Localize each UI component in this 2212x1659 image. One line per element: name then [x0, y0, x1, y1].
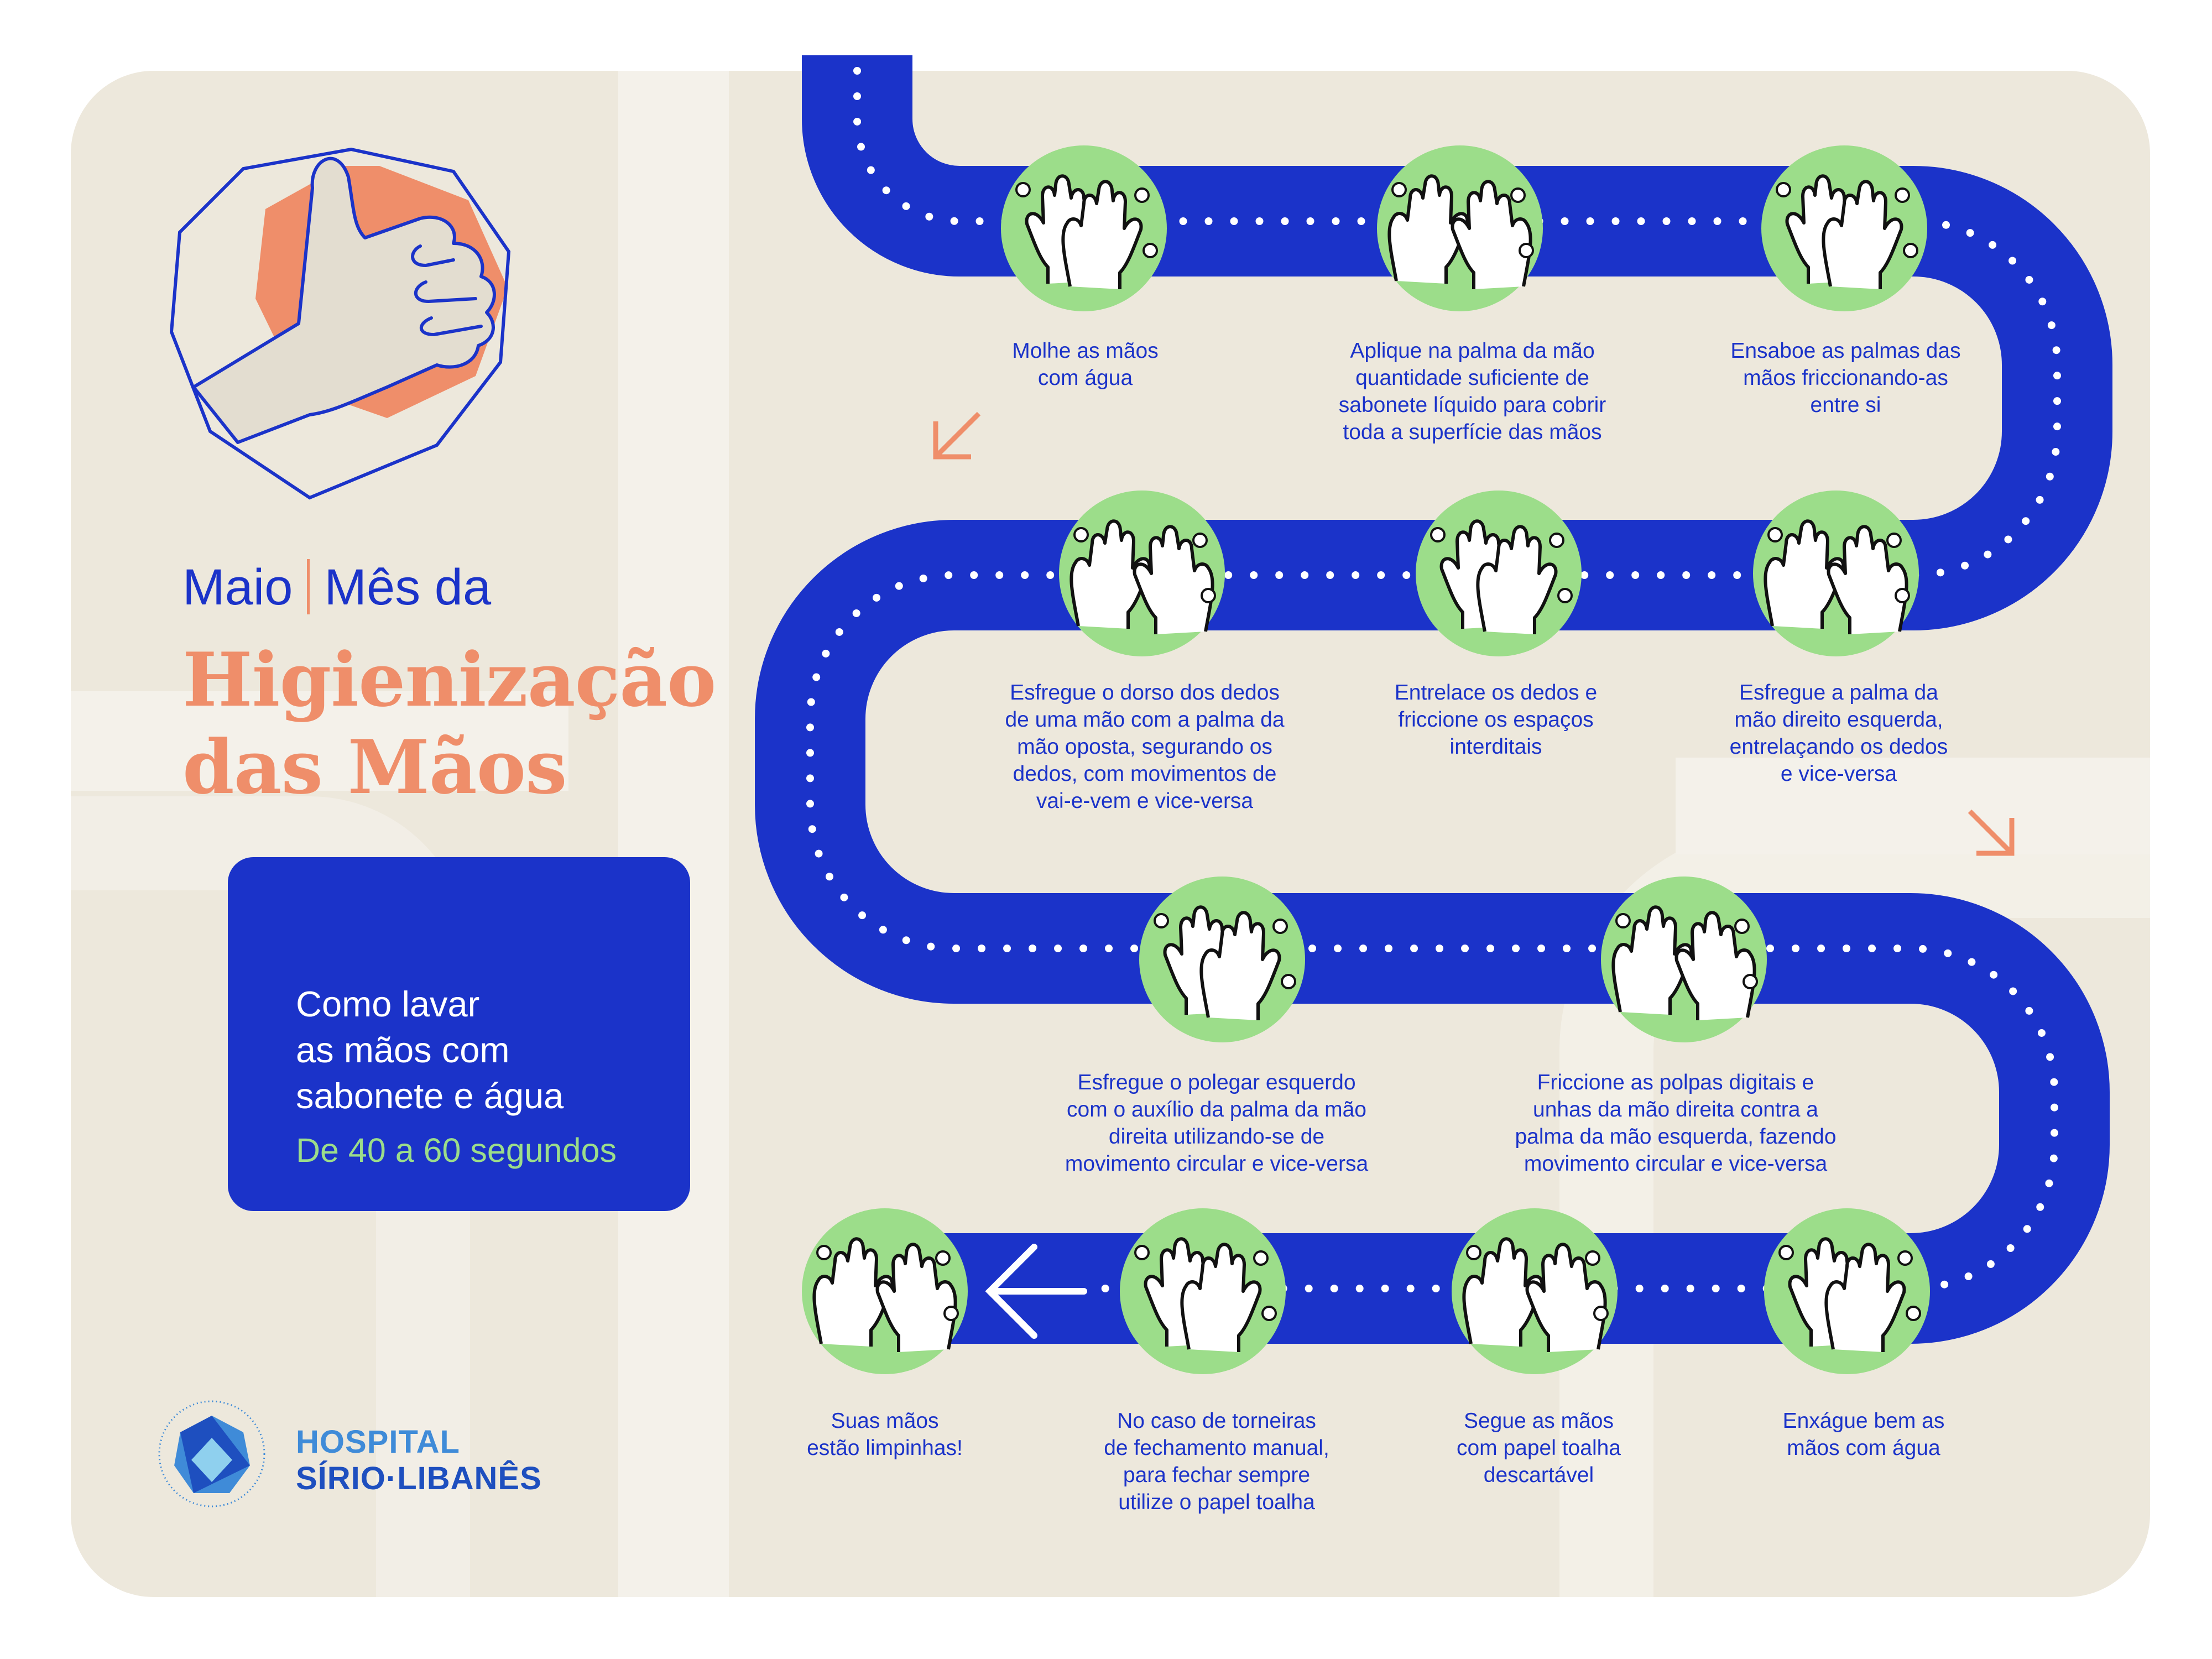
info-box-duration: De 40 a 60 segundos [296, 1131, 617, 1169]
rub-thumb-icon [1139, 877, 1305, 1042]
step-caption: No caso de torneiras de fechamento manua… [1104, 1409, 1329, 1514]
title-header: Maio Mês da [182, 559, 491, 617]
soap-dispenser-icon [1377, 145, 1543, 311]
route-dots [806, 67, 2061, 1292]
logo-line-2: SÍRIO·LIBANÊS [296, 1460, 542, 1496]
info-box [228, 857, 690, 1211]
title-divider [307, 559, 310, 614]
interlace-fingers-icon [1416, 491, 1582, 656]
step-caption: Esfregue a palma da mão direito esquerda… [1729, 681, 1948, 786]
logo-line-1: HOSPITAL [296, 1424, 460, 1460]
info-box-text: Como lavar as mãos com sabonete e água [296, 984, 564, 1116]
back-of-fingers-icon [1059, 491, 1225, 656]
direction-arrow-icon [933, 411, 981, 460]
palm-over-back-icon [1753, 491, 1919, 656]
page-title: Higienização das Mãos [182, 636, 716, 811]
wet-hands-icon [1001, 145, 1167, 311]
title-prefix: Maio [182, 559, 293, 615]
clean-hands-icon [802, 1208, 968, 1374]
step-caption: Molhe as mãos com água [1012, 339, 1159, 390]
direction-arrow-icon [1968, 809, 2015, 856]
step-caption: Esfregue o polegar esquerdo com o auxíli… [1065, 1071, 1369, 1176]
step-caption: Enxágue bem as mãos com água [1782, 1409, 1945, 1460]
step-caption: Suas mãos estão limpinhas! [807, 1409, 963, 1460]
step-caption: Entrelace os dedos e friccione os espaço… [1394, 681, 1598, 759]
close-tap-icon [1120, 1208, 1286, 1374]
step-caption: Segue as mãos com papel toalha descartáv… [1456, 1409, 1621, 1487]
step-caption: Friccione as polpas digitais e unhas da … [1515, 1071, 1837, 1176]
hospital-logo-text: HOSPITAL SÍRIO·LIBANÊS [296, 1424, 542, 1497]
lather-palms-icon [1761, 145, 1927, 311]
step-caption: Aplique na palma da mão quantidade sufic… [1338, 339, 1606, 444]
rinse-hands-icon [1764, 1208, 1930, 1374]
route-end-arrow [985, 1244, 1087, 1339]
thumbs-up-emblem-icon [169, 147, 511, 500]
step-caption: Ensaboe as palmas das mãos friccionando-… [1730, 339, 1961, 417]
step-caption: Esfregue o dorso dos dedos de uma mão co… [1005, 681, 1285, 813]
paper-towel-icon [1452, 1208, 1618, 1374]
hospital-logo-icon [158, 1400, 265, 1507]
fingertips-icon [1601, 877, 1767, 1042]
title-suffix: Mês da [324, 559, 492, 615]
